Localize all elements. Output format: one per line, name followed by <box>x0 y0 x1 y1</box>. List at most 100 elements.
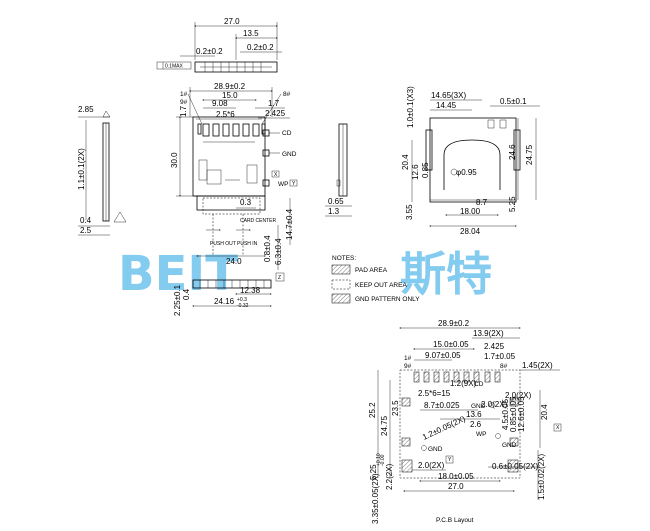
pin8-label: 8# <box>283 91 291 98</box>
left-view: 2.85 1.1±0.1(2X) 0.4 2.5 <box>77 105 127 236</box>
pcb-dim-150: 15.0±0.05 <box>433 340 469 349</box>
pcb-dim-87: 8.7±0.025 <box>424 401 460 410</box>
pcb-dim-20b: 2.0(2X) <box>418 461 445 470</box>
tol-bottom-minus: -0.32 <box>237 303 249 309</box>
watermark-chinese: 斯特 <box>400 247 492 301</box>
pcb-layout: 28.9±0.2 13.9(2X) 15.0±0.05 2.425 9.07±0… <box>368 319 562 524</box>
pcb-dim-20: 2.0(2X) <box>505 391 532 400</box>
dim-left-25: 2.5 <box>80 226 92 235</box>
dim-main-908: 9.08 <box>212 99 228 108</box>
dim-main-25x6: 2.5*6 <box>216 110 235 119</box>
dim-main-30: 30.0 <box>170 152 179 168</box>
dim-main-03: 0.3 <box>240 198 252 207</box>
pcb-dim-126: 12.6±0.05 <box>517 396 526 432</box>
pcb-dim-12b: 1.2±0.05(2X) <box>421 414 467 442</box>
notes-title: NOTES: <box>332 255 356 262</box>
tol-bottom-plus: +0.3 <box>237 297 247 303</box>
pcb-dim-2475: 24.75 <box>380 415 389 436</box>
pcb-dim-204: 20.4 <box>540 404 549 420</box>
side-view: 0.65 1.3 <box>325 123 352 217</box>
dim-right-05: 0.5±0.1 <box>500 97 527 106</box>
pcb-dim-136: 13.6 <box>466 410 482 419</box>
pcb-pin9: 9# <box>404 363 412 370</box>
main-view: 28.9±0.2 15.0 9.08 1.7 2.5*6 2.425 1# 9#… <box>170 82 298 270</box>
pcb-pads <box>401 371 519 473</box>
pcb-dim-12: 1.2(9X) <box>450 379 477 388</box>
pcb-dim-139: 13.9(2X) <box>473 329 504 338</box>
dim-right-085: 0.85 <box>421 162 430 178</box>
pin9-label: 9# <box>180 99 188 106</box>
dim-main-147: 14.7±0.4 <box>285 208 294 240</box>
pcb-dim-180: 18.0±0.05 <box>438 472 474 481</box>
dim-right-10: 1.0±0.1(X3) <box>406 86 415 128</box>
dim-main-2425: 2.425 <box>265 109 286 118</box>
bottom-view: Z 12.38 24.16 +0.3 -0.32 2.25±0.1 0.4 <box>173 272 285 316</box>
dim-main-08: 0.8±0.4 <box>263 235 272 262</box>
dim-main-24: 24.0 <box>226 257 242 266</box>
pcb-dim-06: 0.6±0.05(2X) <box>492 462 539 471</box>
dim-right-525: 5.25 <box>508 196 517 212</box>
pcb-caption: P.C.B Layout <box>436 517 474 524</box>
dim-top-inner: 13.5 <box>243 29 259 38</box>
pcb-dim-2425: 2.425 <box>484 342 505 351</box>
dim-left-11: 1.1±0.1(2X) <box>77 148 86 190</box>
dim-top-width: 27.0 <box>224 17 240 26</box>
pcb-dim-25x6: 2.5*6=15 <box>418 389 451 398</box>
dim-bottom-04: 0.4 <box>182 288 191 300</box>
pcb-dim-252: 25.2 <box>368 402 377 418</box>
top-view: 27.0 13.5 0.2±0.2 0.2±0.2 0.1MAX <box>156 17 282 73</box>
pcb-gnd-2: GND <box>428 446 443 453</box>
pcb-y-label: Y <box>448 457 452 463</box>
dim-side-065: 0.65 <box>328 197 344 206</box>
pin1-label: 1# <box>180 91 188 98</box>
pcb-dim-20-2: 2.0(2X) <box>481 400 508 409</box>
dim-top-pad-left: 0.2±0.2 <box>196 47 223 56</box>
pcb-dim-145: 1.45(2X) <box>522 361 553 370</box>
dim-main-63: 6.3±0.4 <box>274 238 283 265</box>
dim-right-126: 12.6 <box>411 164 420 180</box>
flatness-label: 0.1MAX <box>165 64 183 70</box>
pcb-dim-907: 9.07±0.05 <box>425 351 461 360</box>
dim-right-204: 20.4 <box>401 154 410 170</box>
dim-right-1465: 14.65(3X) <box>431 91 466 100</box>
dim-bottom-2416: 24.16 <box>214 297 235 306</box>
dim-right-095: φ0.95 <box>456 168 477 177</box>
dim-top-pad-right: 0.2±0.2 <box>247 43 274 52</box>
pcb-dim-525: 5.25 <box>369 464 378 480</box>
svg-text:Y: Y <box>292 181 296 187</box>
dim-side-13: 1.3 <box>328 207 340 216</box>
pcb-dim-270: 27.0 <box>448 482 464 491</box>
pcb-tol-525-minus: -0.00 <box>380 454 386 466</box>
pcb-cd: CD <box>474 381 484 388</box>
dim-right-2475: 24.75 <box>525 144 534 165</box>
pcb-gnd-3: GND <box>502 442 517 449</box>
dim-right-246: 24.6 <box>508 144 517 160</box>
pcb-dim-335: 3.35±0.05(2X) <box>371 473 380 524</box>
pcb-pin8: 8# <box>500 363 508 370</box>
pcb-gnd-1: GND <box>471 403 486 410</box>
push-in-label: PUSH IN <box>237 241 258 247</box>
dim-right-1800: 18.00 <box>460 207 481 216</box>
svg-text:Z: Z <box>278 275 281 281</box>
push-out-label: PUSH OUT <box>210 241 236 247</box>
notes-legend: NOTES: PAD AREA KEEP OUT AREA GND PATTER… <box>331 255 420 304</box>
dim-main-15: 15.0 <box>222 91 238 100</box>
pcb-wp: WP <box>476 431 486 438</box>
pcb-x-label: X <box>556 425 560 431</box>
pcb-dim-17: 1.7±0.05 <box>484 352 516 361</box>
note-gnd-pattern: GND PATTERN ONLY <box>355 296 420 303</box>
svg-text:X: X <box>274 172 278 178</box>
pcb-dim-15: 1.5±0.02(2X) <box>537 453 546 500</box>
note-pad-area: PAD AREA <box>355 267 388 274</box>
dim-right-1445: 14.45 <box>436 101 457 110</box>
pcb-dim-289: 28.9±0.2 <box>438 319 470 328</box>
dim-main-17v: 1.7 <box>179 105 188 117</box>
pcb-pin1: 1# <box>404 355 412 362</box>
right-view: 14.65(3X) 14.45 1.0±0.1(X3) 0.5±0.1 20.4… <box>401 86 540 236</box>
dim-right-87: 8.7 <box>476 198 488 207</box>
pcb-dim-22: 2.2(2X) <box>385 463 394 490</box>
pcb-dim-235: 23.5 <box>391 400 400 416</box>
gnd-label: GND <box>282 151 297 158</box>
dim-bottom-1238: 12.38 <box>240 286 261 295</box>
wp-label: WP <box>278 181 288 188</box>
